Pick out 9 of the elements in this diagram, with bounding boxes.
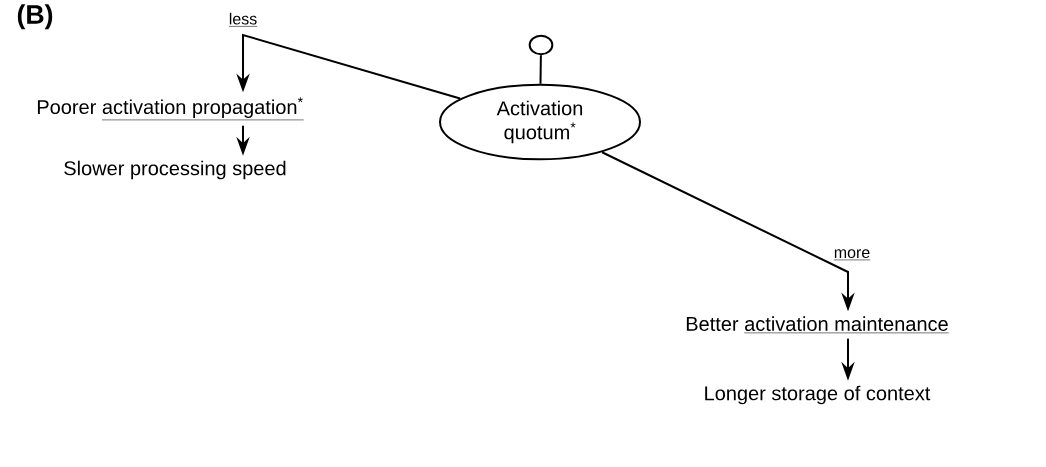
edge-label: less [227, 11, 259, 29]
text-label: Longer storage of context [705, 385, 931, 405]
text-label: Slower processing speed [64, 160, 286, 180]
ellipse-node: Activation quotum$^{*}$ [439, 83, 641, 161]
edge-label: more [832, 247, 872, 263]
text-label: Poorer activation propagation$^{*}$ [37, 97, 304, 121]
text-label: Better activation maintenance [686, 316, 949, 334]
circle-symbol [528, 34, 554, 56]
panel-label: (B) [17, 4, 53, 30]
